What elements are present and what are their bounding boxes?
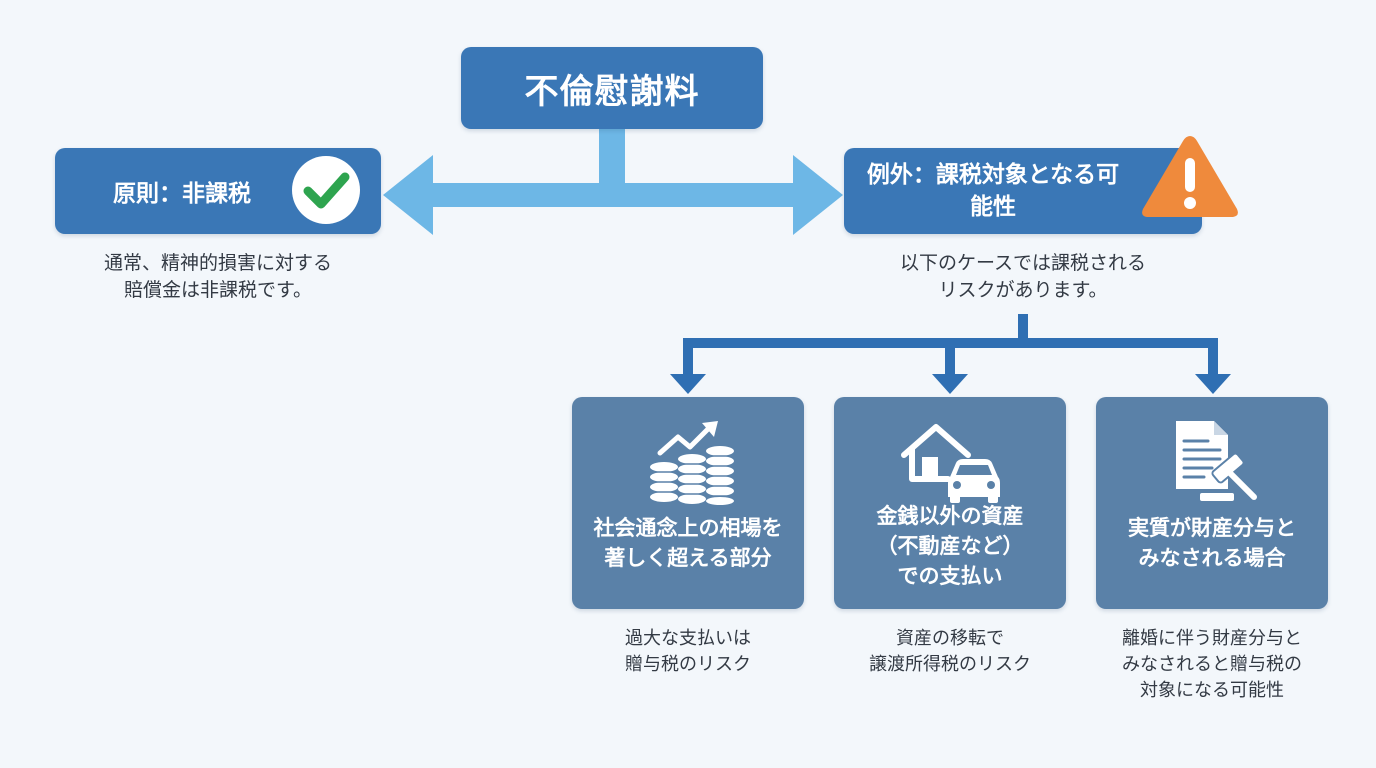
exception-box: 例外：課税対象となる可能性 bbox=[844, 148, 1202, 234]
document-gavel-icon bbox=[1176, 421, 1257, 501]
case-description: 資産の移転で 譲渡所得税のリスク bbox=[869, 628, 1031, 675]
horizontal-bar bbox=[430, 183, 796, 207]
arrow-down-icon bbox=[932, 374, 968, 394]
house-car-icon bbox=[901, 424, 1000, 503]
warning-triangle-icon bbox=[1142, 136, 1238, 217]
case-label: 実質が財産分与と みなされる場合 bbox=[1128, 516, 1296, 570]
case-label: 社会通念上の相場を 著しく超える部分 bbox=[593, 516, 783, 570]
coins-rising-chart-icon bbox=[650, 421, 734, 505]
arrow-down-icon bbox=[1195, 374, 1231, 394]
arrow-left-icon bbox=[383, 155, 433, 235]
arrow-down-icon bbox=[670, 374, 706, 394]
exception-label: 例外：課税対象となる可能性 bbox=[866, 162, 1120, 220]
case-label: 金銭以外の資産 （不動産など） での支払い bbox=[876, 504, 1024, 588]
arrow-right-icon bbox=[793, 155, 843, 235]
case-card-property-division: 実質が財産分与と みなされる場合 bbox=[1096, 397, 1328, 609]
case-card-non-cash-assets: 金銭以外の資産 （不動産など） での支払い bbox=[834, 397, 1066, 609]
principle-label: 原則：非課税 bbox=[113, 181, 251, 207]
principle-description: 通常、精神的損害に対する 賠償金は非課税です。 bbox=[103, 252, 332, 301]
case-card-excessive-amount: 社会通念上の相場を 著しく超える部分 bbox=[572, 397, 804, 609]
title-box: 不倫慰謝料 bbox=[461, 47, 763, 129]
case-description: 離婚に伴う財産分与と みなされると贈与税の 対象になる可能性 bbox=[1122, 628, 1302, 701]
check-circle-icon bbox=[292, 156, 360, 224]
exception-description: 以下のケースでは課税される リスクがあります。 bbox=[899, 252, 1147, 301]
case-stem bbox=[1018, 314, 1028, 344]
title-text: 不倫慰謝料 bbox=[524, 71, 700, 112]
case-description: 過大な支払いは 贈与税のリスク bbox=[625, 628, 751, 675]
